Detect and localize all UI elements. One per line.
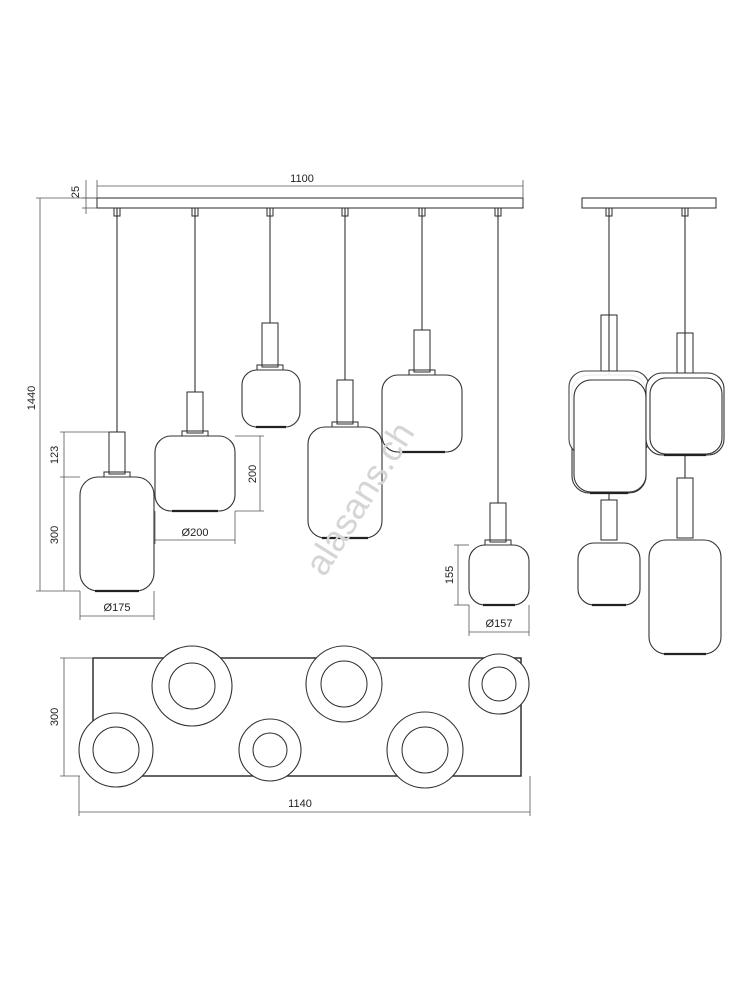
dim-plan-depth: 300 <box>49 657 93 777</box>
plan-shade-1 <box>151 645 233 727</box>
dim-diameter-200: Ø200 <box>154 511 236 544</box>
plan-shade-5 <box>238 718 302 782</box>
dim-shade-height-300: 300 <box>49 477 65 591</box>
dim-canopy-length: 1100 <box>96 173 524 198</box>
dim-label-1140: 1140 <box>288 798 312 810</box>
dim-plan-width: 1140 <box>78 776 531 816</box>
dim-socket-height: 123 <box>49 431 109 478</box>
side-lamp-tall-right <box>648 477 722 656</box>
canopy-front <box>96 197 524 209</box>
dim-label-200: 200 <box>247 465 259 483</box>
pendant-lamp-5 <box>381 329 463 454</box>
pendant-lamp-6 <box>468 502 530 607</box>
side-view <box>568 197 725 656</box>
dim-label-155: 155 <box>444 566 456 584</box>
dim-diameter-175: Ø175 <box>79 591 155 620</box>
side-lamp-small-left <box>577 499 641 607</box>
connectors <box>113 207 502 217</box>
dim-label-dia-175: Ø175 <box>104 602 131 614</box>
front-view: 1100 25 1440 123 300 <box>26 173 530 636</box>
dim-label-1100: 1100 <box>290 173 314 185</box>
pendant-lamp-4 <box>307 379 383 540</box>
canopy-side <box>581 197 717 209</box>
dim-diameter-157: Ø157 <box>468 605 530 636</box>
dim-label-300: 300 <box>49 526 61 544</box>
dim-shade-height-155: 155 <box>444 544 469 606</box>
dim-label-25: 25 <box>70 186 82 198</box>
dim-shade-height-200: 200 <box>235 435 264 512</box>
plan-view: 300 1140 <box>49 645 531 816</box>
dim-canopy-height: 25 <box>70 180 97 214</box>
plan-shade-6 <box>386 711 464 789</box>
dim-label-1440: 1440 <box>26 386 38 410</box>
pendant-lamp-1 <box>79 431 155 593</box>
side-lamp-medium-right <box>645 332 725 457</box>
dim-label-123: 123 <box>49 446 61 464</box>
dim-label-dia-200: Ø200 <box>182 527 209 539</box>
dim-label-plan-300: 300 <box>49 708 61 726</box>
dim-total-height: 1440 <box>26 197 97 592</box>
dim-label-dia-157: Ø157 <box>486 618 513 630</box>
pendant-lamp-2 <box>154 391 236 513</box>
plan-shade-2 <box>305 645 383 723</box>
plan-shade-3 <box>468 653 530 715</box>
pendant-lamp-3 <box>241 322 301 429</box>
plan-shade-4 <box>78 712 154 788</box>
cords <box>116 208 499 503</box>
